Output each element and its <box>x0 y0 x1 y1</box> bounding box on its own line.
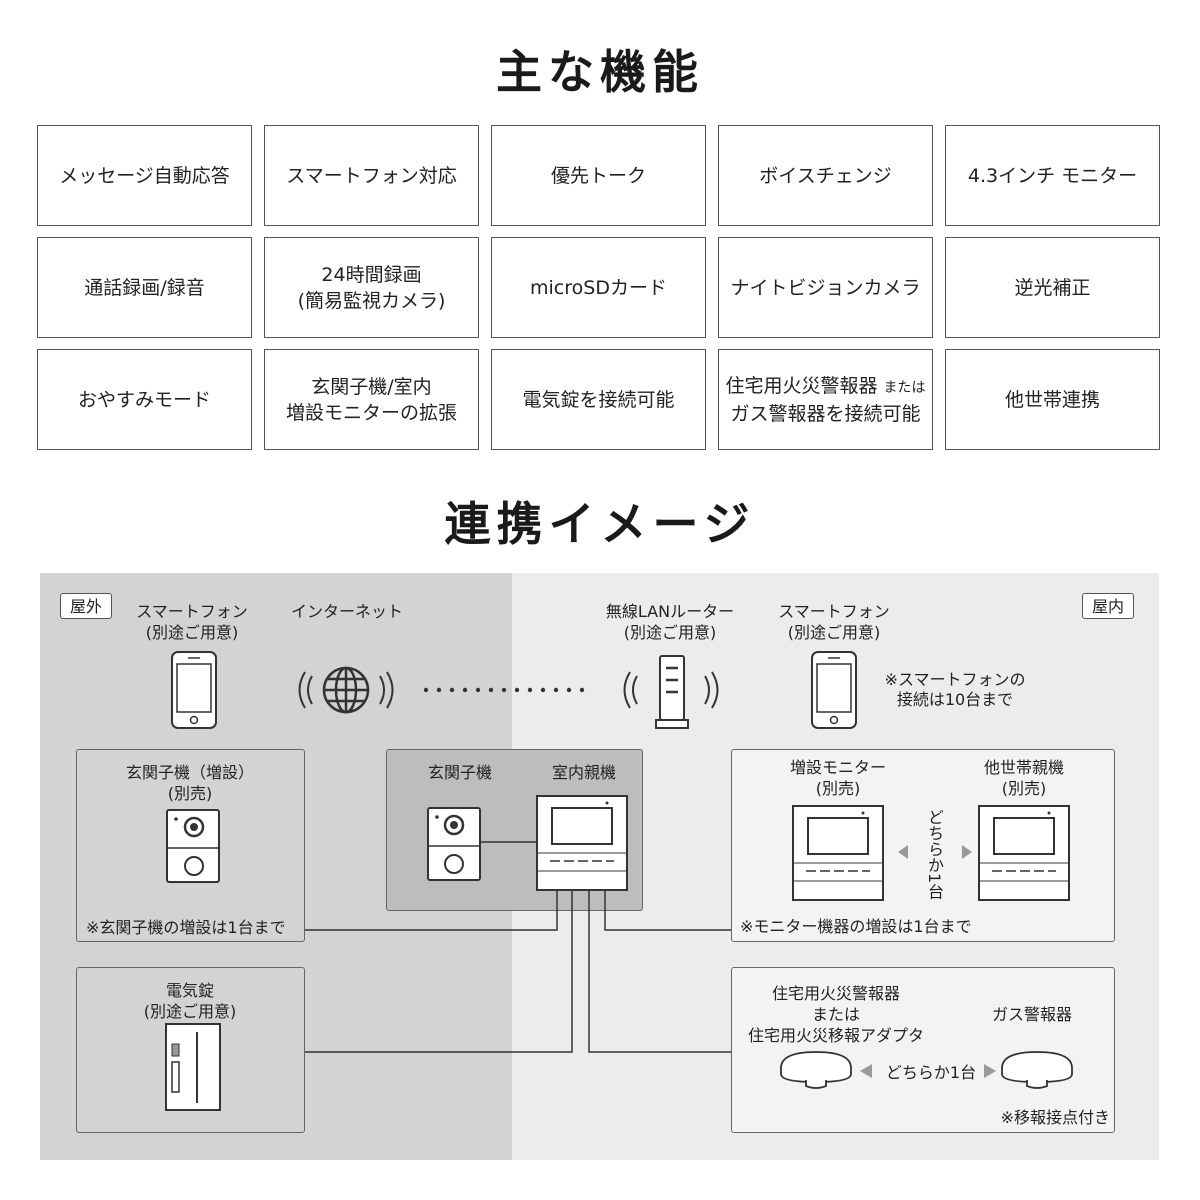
feature-cell: 逆光補正 <box>945 237 1160 338</box>
arrow-icons <box>860 845 996 1078</box>
door-extra-box <box>76 749 305 942</box>
feature-cell: ボイスチェンジ <box>718 125 933 226</box>
smartphone-outdoor-label: スマートフォン (別途ご用意) <box>136 602 248 642</box>
lock-box <box>76 967 305 1133</box>
smartphone-indoor-label: スマートフォン (別途ご用意) <box>778 602 890 642</box>
wire-alarm <box>588 890 731 1053</box>
door-unit-extra-icon <box>166 809 220 883</box>
door-main-label: 玄関子機 <box>427 763 492 782</box>
feature-cell-line: 住宅用火災警報器 <box>725 374 878 397</box>
wiring <box>305 841 731 1053</box>
door-unit-main-icon <box>427 807 481 881</box>
electric-lock-label: 電気錠 (別途ご用意) <box>143 981 237 1021</box>
monitor-note: ※モニター機器の増設は1台まで <box>740 917 972 936</box>
alarm-note: ※移報接点付き <box>1000 1108 1110 1127</box>
indoor-monitor-icon <box>536 795 628 891</box>
globe-icon <box>322 666 370 714</box>
smartphone-outdoor-icon <box>171 651 217 729</box>
feature-cell: ナイトビジョンカメラ <box>718 237 933 338</box>
either-one-vertical-label: どちらか1台 <box>925 792 946 916</box>
feature-cell: メッセージ自動応答 <box>37 125 252 226</box>
gas-alarm-label: ガス警報器 <box>991 1005 1072 1024</box>
network-dots <box>423 687 585 693</box>
feature-cell-suffix: または <box>883 379 926 396</box>
wire-door-extra <box>305 890 558 931</box>
door-extra-note: ※玄関子機の増設は1台まで <box>86 918 286 937</box>
either-one-label: どちらか1台 <box>885 1063 977 1082</box>
feature-cell: おやすみモード <box>37 349 252 450</box>
internet-label: インターネット <box>290 602 403 621</box>
door-extra-label: 玄関子機（増設） (別売) <box>125 763 254 803</box>
router-label: 無線LANルーター (別途ご用意) <box>605 602 735 642</box>
arrow-right-icon <box>984 1064 996 1078</box>
smartphone-indoor-icon <box>811 651 857 729</box>
feature-cell-alarm: 住宅用火災警報器 または ガス警報器を接続可能 <box>718 349 933 450</box>
wire-monitor <box>604 890 731 931</box>
fire-alarm-label: 住宅用火災警報器 または 住宅用火災移報アダプタ <box>747 984 924 1045</box>
wave-icon <box>298 671 719 709</box>
feature-cell: 通話録画/録音 <box>37 237 252 338</box>
outdoor-tag: 屋外 <box>60 593 113 619</box>
other-household-monitor-icon <box>978 805 1070 901</box>
electric-lock-icon <box>165 1023 221 1111</box>
router-icon <box>655 655 689 729</box>
feature-cell: 優先トーク <box>491 125 706 226</box>
alarm-box <box>731 967 1115 1133</box>
other-household-label: 他世帯親機 (別売) <box>983 758 1064 798</box>
feature-cell-line: ガス警報器を接続可能 <box>730 402 921 425</box>
wire-lock <box>305 890 573 1053</box>
feature-cell: microSDカード <box>491 237 706 338</box>
feature-cell: 他世帯連携 <box>945 349 1160 450</box>
diagram-title: 連携イメージ <box>444 497 756 551</box>
feature-cell: 24時間録画 (簡易監視カメラ) <box>264 237 479 338</box>
fire-alarm-icon <box>780 1051 852 1089</box>
indoor-main-label: 室内親機 <box>551 763 616 782</box>
gas-alarm-icon <box>1001 1051 1073 1089</box>
feature-cell: スマートフォン対応 <box>264 125 479 226</box>
arrow-right-icon <box>962 845 972 859</box>
extra-monitor-label: 増設モニター (別売) <box>789 758 886 798</box>
either-one-vertical-text: どちらか1台 <box>925 809 944 900</box>
smartphone-note: ※スマートフォンの 接続は10台まで <box>884 670 1026 709</box>
arrow-left-icon <box>860 1064 872 1078</box>
feature-cell: 電気錠を接続可能 <box>491 349 706 450</box>
feature-cell: 4.3インチ モニター <box>945 125 1160 226</box>
arrow-left-icon <box>898 845 908 859</box>
indoor-tag: 屋内 <box>1082 593 1135 619</box>
feature-cell: 玄関子機/室内 増設モニターの拡張 <box>264 349 479 450</box>
extra-monitor-icon <box>792 805 884 901</box>
features-title: 主な機能 <box>496 45 704 99</box>
